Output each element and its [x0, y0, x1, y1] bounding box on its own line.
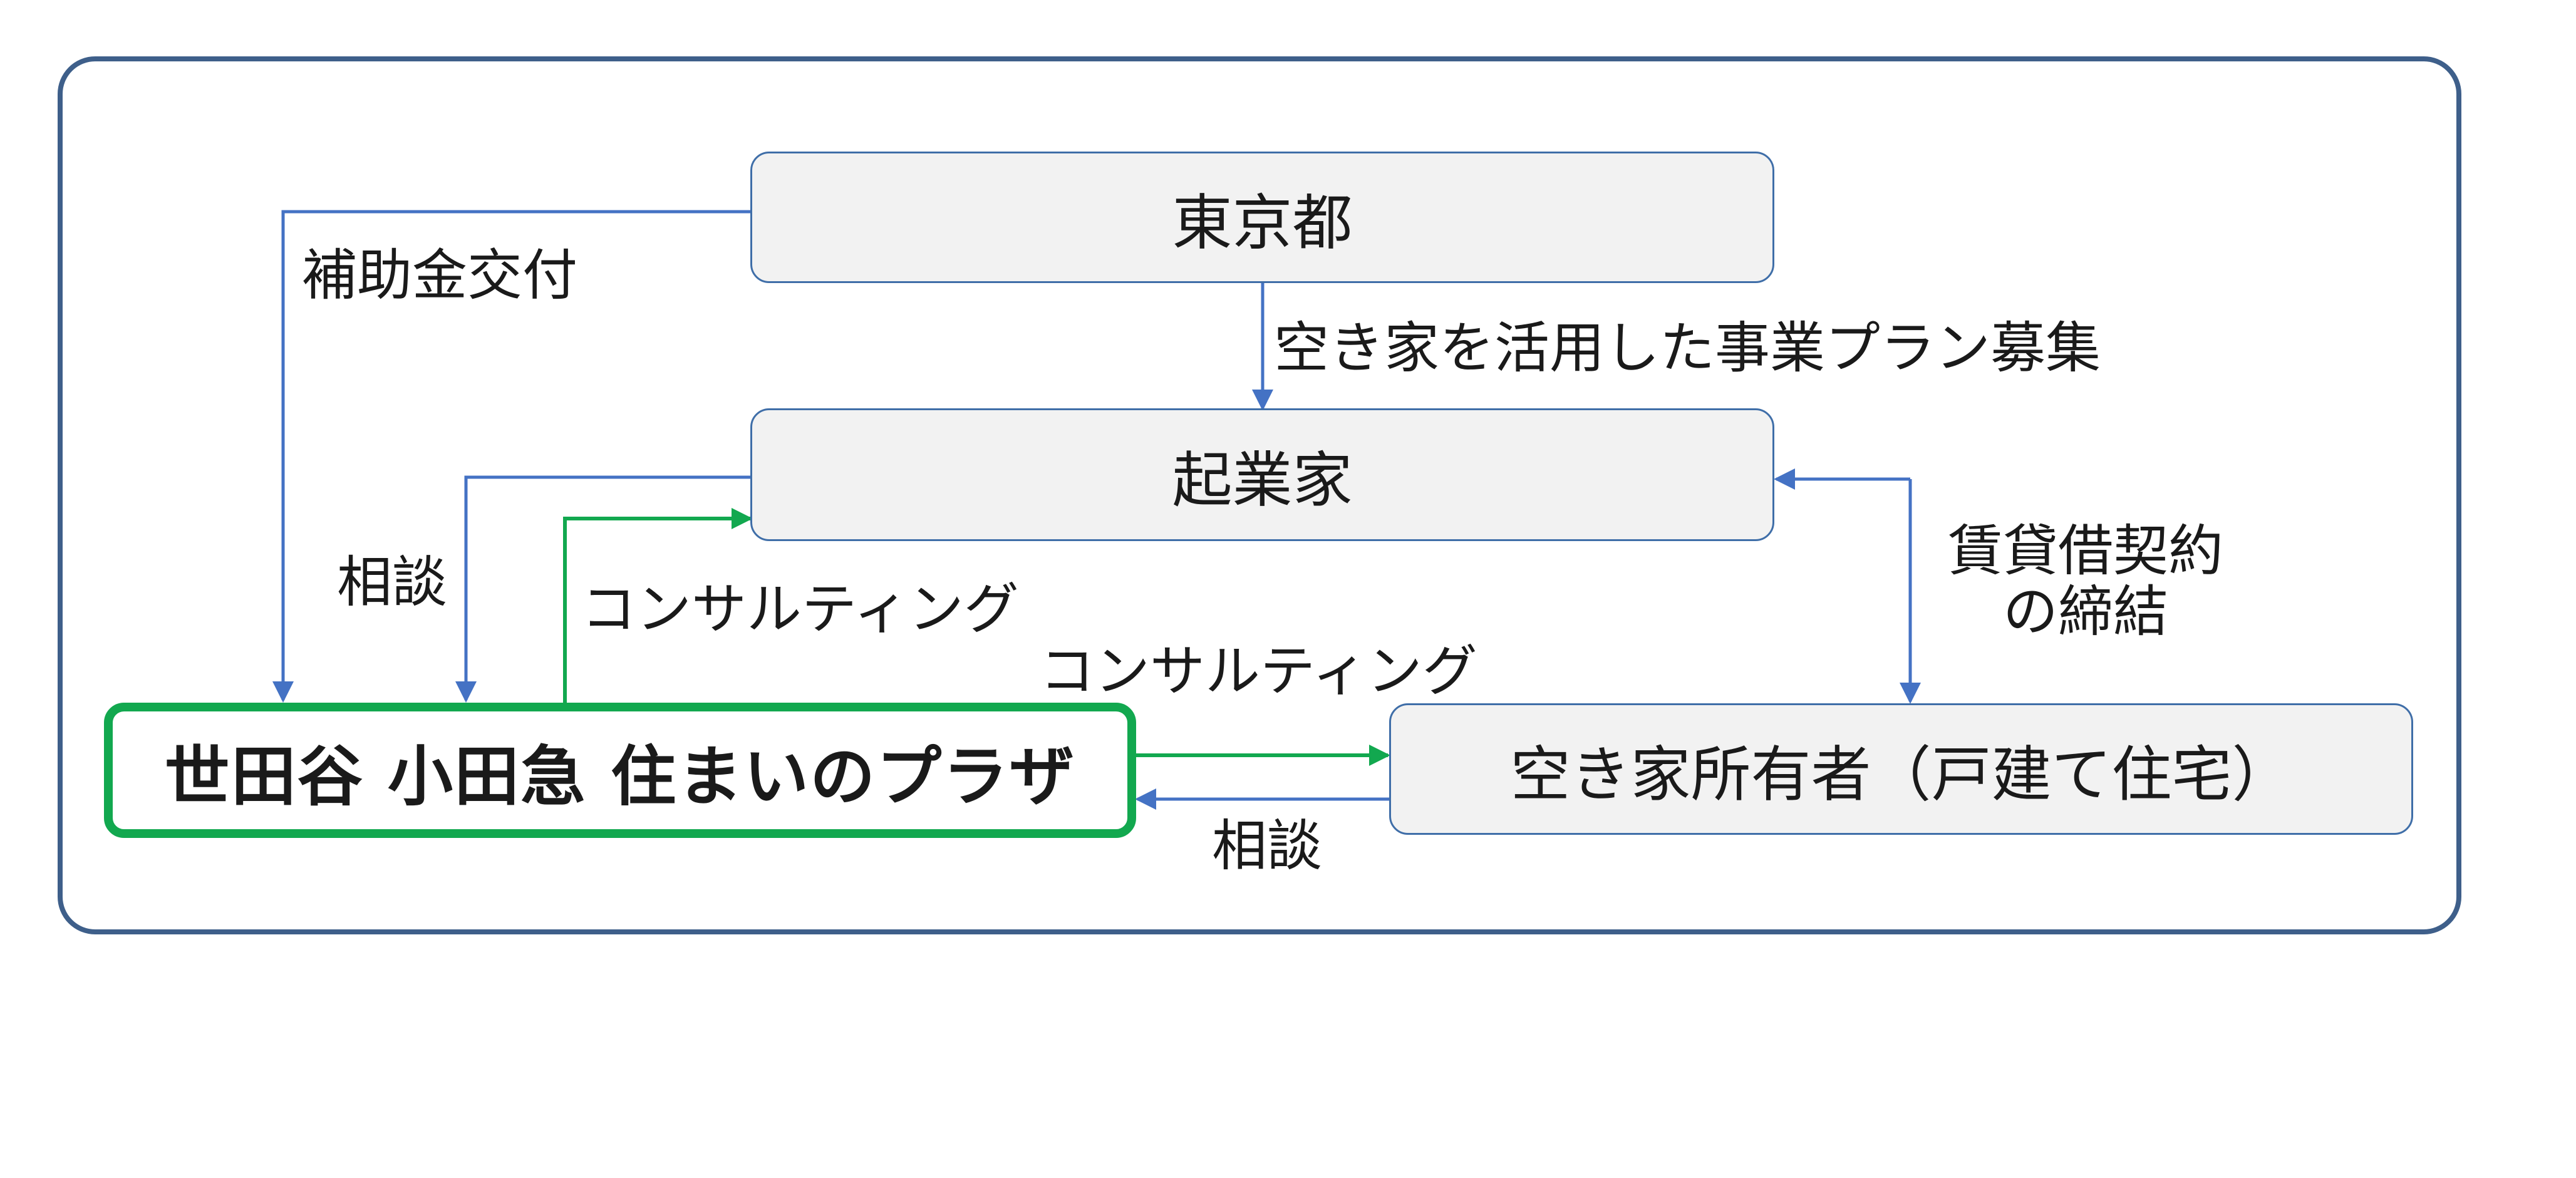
arrow-subsidy — [272, 210, 750, 703]
label-consulting-up: コンサルティング — [581, 577, 1019, 641]
label-recruitment: 空き家を活用した事業プラン募集 — [1274, 316, 2101, 380]
node-owner-label: 空き家所有者（戸建て住宅） — [1510, 739, 2292, 810]
arrow-entrepreneur-consults-plaza — [455, 475, 750, 703]
label-contract-line1: 賃貸借契約 — [1948, 519, 2224, 583]
node-entrepreneur-label: 起業家 — [1172, 445, 1353, 515]
label-contract-line2: の締結 — [2003, 579, 2169, 644]
label-consult-left: 相談 — [337, 550, 448, 614]
arrow-plaza-consulting-entrepreneur — [563, 508, 753, 703]
label-contract: 賃貸借契約 の締結 — [1948, 519, 2224, 644]
label-consult-bottom: 相談 — [1212, 814, 1323, 878]
node-plaza: 世田谷 小田急 住まいのプラザ — [104, 703, 1136, 838]
node-tokyo: 東京都 — [750, 152, 1774, 283]
node-owner: 空き家所有者（戸建て住宅） — [1389, 703, 2413, 835]
node-plaza-label: 世田谷 小田急 住まいのプラザ — [164, 738, 1076, 815]
label-consulting-right: コンサルティング — [1040, 639, 1477, 703]
node-entrepreneur: 起業家 — [750, 408, 1774, 541]
diagram-frame — [58, 56, 2461, 934]
label-subsidy: 補助金交付 — [302, 243, 578, 307]
node-tokyo-label: 東京都 — [1172, 187, 1353, 258]
